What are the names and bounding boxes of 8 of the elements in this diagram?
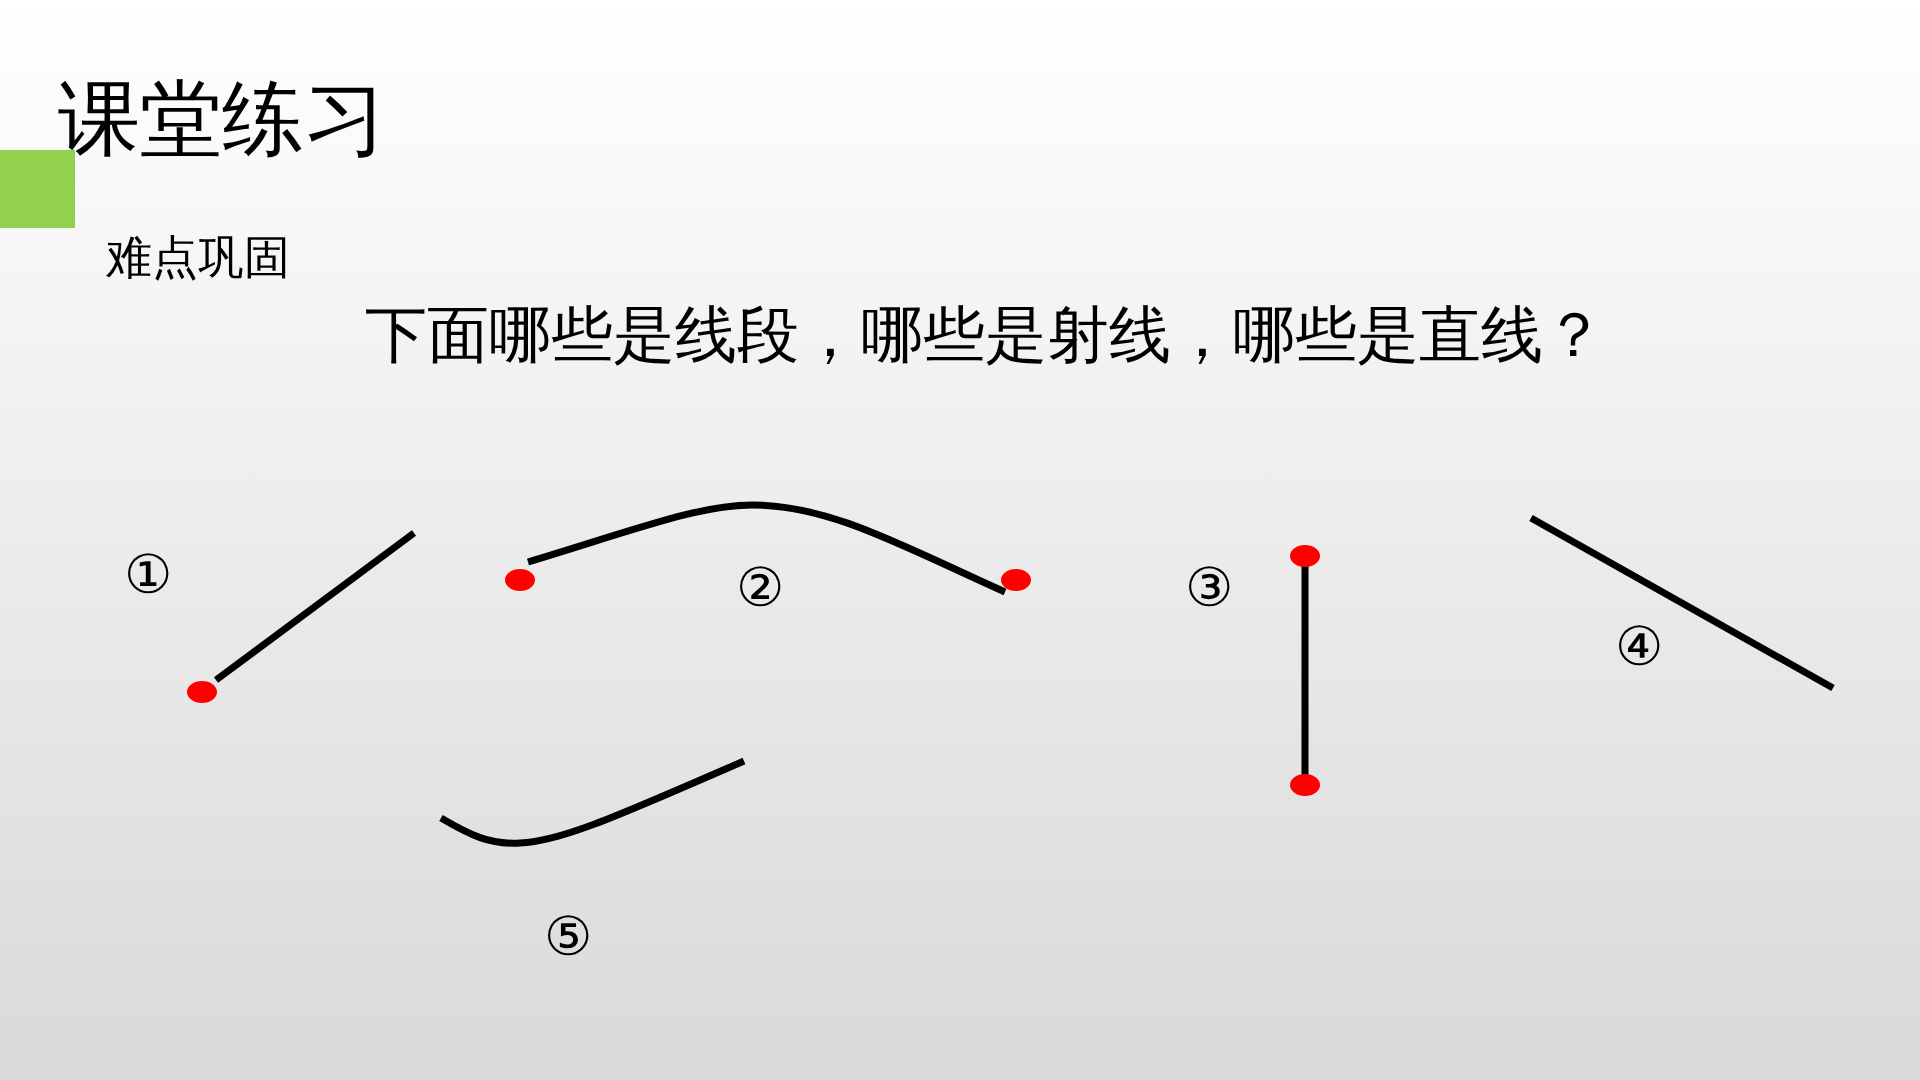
figure-number: ③ bbox=[1185, 561, 1234, 615]
question-text: 下面哪些是线段，哪些是射线，哪些是直线？ bbox=[365, 304, 1605, 366]
figure-number: ② bbox=[736, 561, 785, 615]
slide-title: 课堂练习 bbox=[58, 78, 386, 160]
figure-number: ① bbox=[124, 548, 173, 602]
figure-number: ④ bbox=[1615, 620, 1664, 674]
subheading: 难点巩固 bbox=[106, 234, 290, 280]
figure-number: ⑤ bbox=[544, 910, 593, 964]
